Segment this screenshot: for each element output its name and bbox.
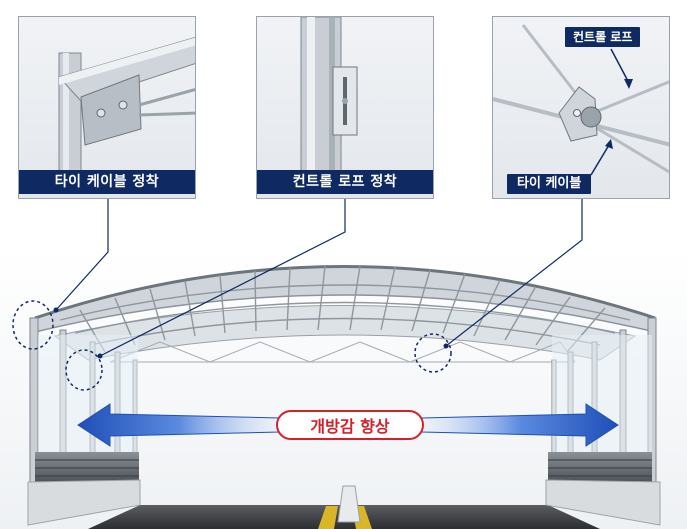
callout-circle-1 (12, 300, 54, 350)
detail-caption-control-rope-anchorage: 컨트롤 로프 정착 (257, 170, 433, 194)
leader-line-3 (445, 196, 583, 347)
control-rope-anchorage-illustration (300, 17, 358, 178)
tie-cable-joint-illustration (493, 24, 669, 174)
detail-panel-control-rope-anchorage: 컨트롤 로프 정착 (256, 16, 434, 199)
openness-banner: 개방감 향상 (276, 410, 424, 440)
leader-line-1 (55, 196, 109, 311)
tag-control-rope: 컨트롤 로프 (565, 27, 641, 47)
tie-cable-anchorage-illustration (58, 37, 195, 184)
detail-caption-tie-cable-anchorage: 타이 케이블 정착 (19, 170, 195, 194)
callout-circle-3 (414, 333, 452, 373)
detail-panel-tie-cable: 컨트롤 로프 타이 케이블 (492, 16, 670, 199)
tag-pointer-lines (590, 48, 633, 176)
tag-tie-cable: 타이 케이블 (507, 174, 592, 194)
detail-panel-tie-cable-anchorage: 타이 케이블 정착 (18, 16, 196, 199)
callout-circle-2 (65, 349, 103, 391)
leader-line-2 (99, 196, 346, 357)
